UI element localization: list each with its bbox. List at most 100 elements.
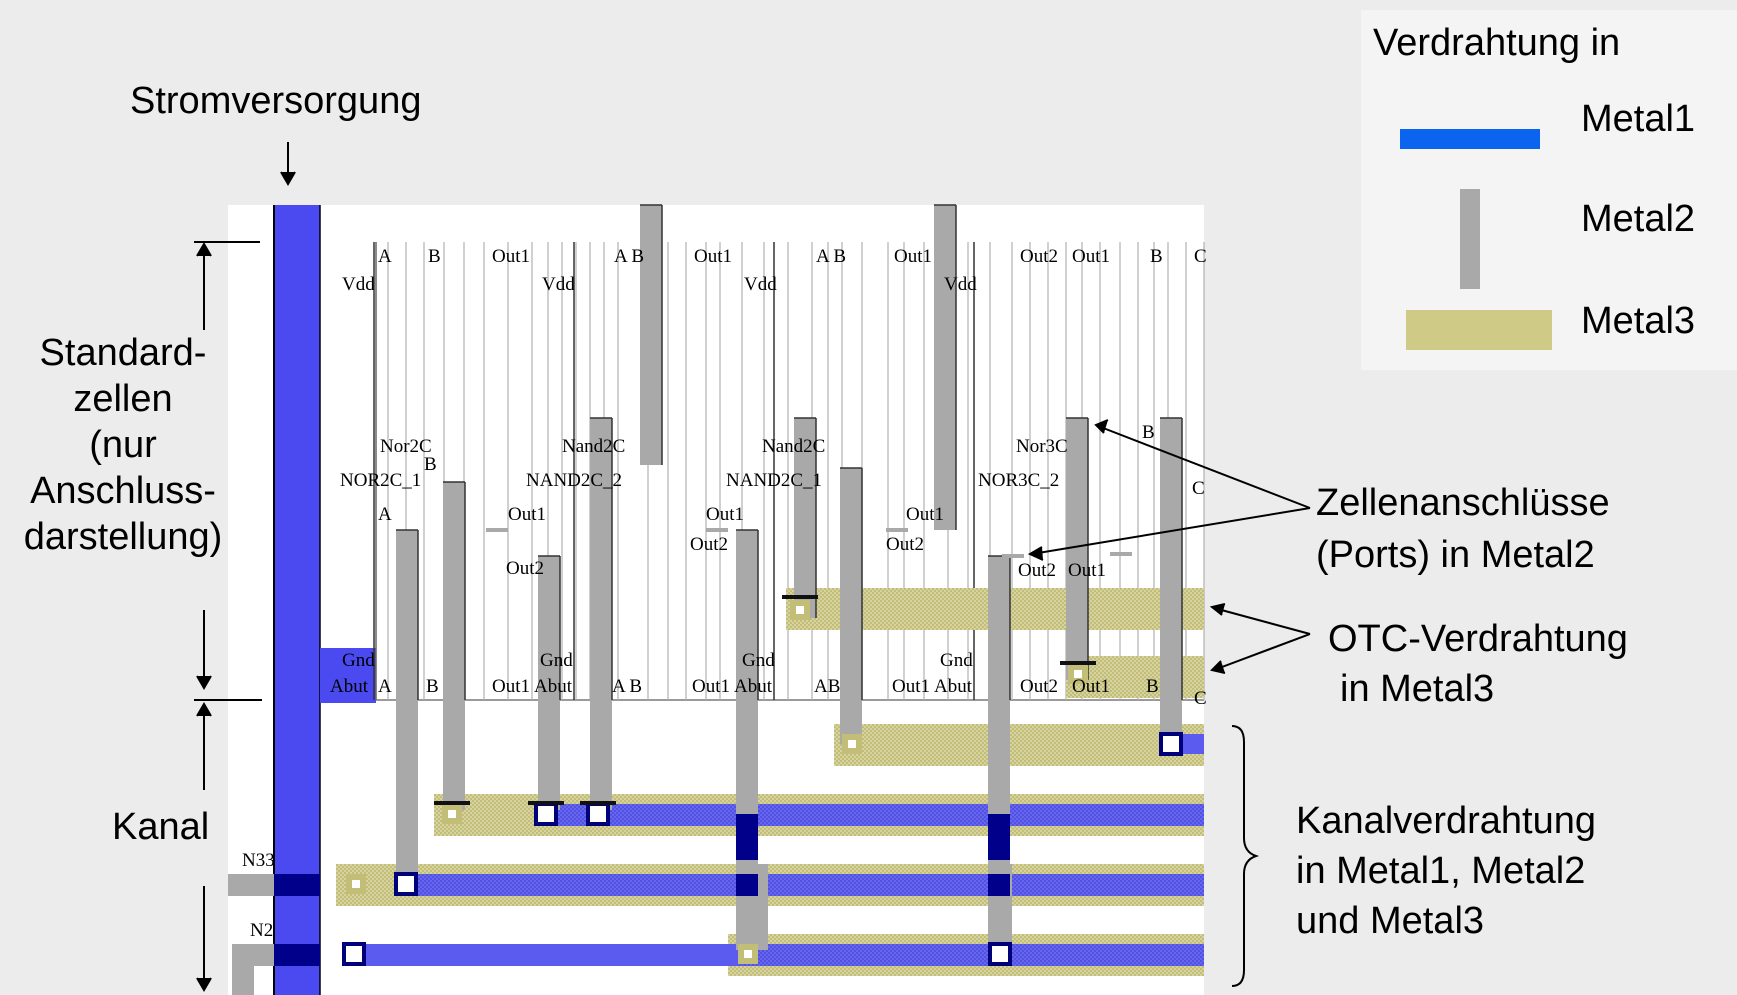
- metal2-port-bar: [443, 482, 465, 810]
- channel-metal1-track-e: [744, 944, 1204, 966]
- metal2-metal1-crossing: [988, 814, 1010, 860]
- metal2-port: [443, 481, 466, 810]
- cell-name: NAND2C_1: [726, 470, 822, 491]
- metal2-port-bar: [640, 205, 662, 465]
- pin-label: Out1: [906, 504, 944, 525]
- pin-label: Out1: [508, 504, 546, 525]
- pin-label: C: [1194, 246, 1207, 267]
- pin-label: Abut: [934, 676, 973, 697]
- pin-label: Out1: [892, 676, 930, 697]
- channel-metal1-track-c: [406, 874, 1204, 896]
- via-marker: [434, 801, 470, 805]
- pin-label: Abut: [330, 676, 369, 697]
- gnd-abut-box: [320, 648, 376, 703]
- pin-label: Out2: [1020, 246, 1058, 267]
- pin-label: Out1: [1068, 560, 1106, 581]
- metal2-stub: [486, 528, 508, 532]
- via-metal3-core: [448, 810, 456, 818]
- label-otc: OTC-Verdrahtung in Metal3: [1328, 616, 1628, 712]
- cell-sub-name: Nand2C: [562, 436, 625, 457]
- legend-item-metal2: Metal2: [1581, 198, 1696, 240]
- pin-label: B: [1150, 246, 1163, 267]
- legend-item-metal3: Metal3: [1581, 300, 1696, 342]
- legend-item-metal1: Metal1: [1581, 98, 1696, 140]
- pin-label: Out1: [694, 246, 732, 267]
- pin-label: A: [378, 504, 392, 525]
- pin-label: Vdd: [542, 274, 575, 295]
- pin-label: A B: [614, 246, 644, 267]
- via-metal1: [342, 942, 366, 966]
- label-kanalverdrahtung: Kanalverdrahtung in Metal1, Metal2 und M…: [1296, 798, 1596, 944]
- label-zellenanschluesse-line-1: Zellenanschlüsse: [1316, 482, 1610, 524]
- metal2-stub: [886, 528, 908, 532]
- label-otc-line-2: in Metal3: [1340, 668, 1495, 710]
- via-metal1: [1159, 732, 1183, 756]
- cell-name: NOR3C_2: [978, 470, 1059, 491]
- pin-label: Vdd: [342, 274, 375, 295]
- cell-name: NOR2C_1: [340, 470, 421, 491]
- label-standardzellen-line-3: (nur: [89, 424, 157, 466]
- pin-label: A: [378, 246, 392, 267]
- channel-metal1-track-b: [546, 804, 1204, 826]
- label-kanalverdrahtung-line-1: Kanalverdrahtung: [1296, 800, 1596, 842]
- legend-swatch-metal2: [1460, 189, 1480, 289]
- label-stromversorgung: Stromversorgung: [130, 80, 422, 122]
- metal2-port-bar: [934, 205, 956, 530]
- via-metal3-core: [744, 950, 752, 958]
- label-standardzellen-line-4: Anschluss-: [30, 470, 216, 512]
- net-label: N33: [242, 850, 275, 871]
- pin-label: B: [1142, 422, 1155, 443]
- pin-label: C: [1192, 478, 1205, 499]
- metal2-port-bar: [1066, 418, 1088, 680]
- label-kanalverdrahtung-line-3: und Metal3: [1296, 900, 1485, 942]
- pin-label: Out1: [492, 676, 530, 697]
- legend-swatch-metal3: [1406, 310, 1552, 350]
- via-metal3-core: [1074, 670, 1082, 678]
- pin-label: Vdd: [744, 274, 777, 295]
- cell-name: NAND2C_2: [526, 470, 622, 491]
- label-standardzellen-line-1: Standard-: [39, 332, 207, 374]
- via-marker: [580, 801, 616, 805]
- label-zellenanschluesse: Zellenanschlüsse (Ports) in Metal2: [1316, 480, 1610, 578]
- label-standardzellen-line-5: darstellung): [23, 516, 223, 558]
- metal2-port: [640, 204, 663, 465]
- metal2-stub: [1002, 554, 1024, 558]
- pin-label: Out1: [894, 246, 932, 267]
- label-standardzellen-line-2: zellen: [73, 378, 173, 420]
- via-metal3-core: [352, 880, 360, 888]
- via-metal1: [586, 802, 610, 826]
- power-rail-metal1: [274, 205, 320, 995]
- metal2-metal1-crossing: [736, 814, 758, 860]
- pin-label: Out2: [506, 558, 544, 579]
- pin-label: A: [378, 676, 392, 697]
- metal2-port-bar: [396, 530, 418, 880]
- channel-metal3-track-1: [834, 724, 1204, 766]
- pin-label: Gnd: [742, 650, 775, 671]
- via-marker: [528, 801, 564, 805]
- pin-label: Out2: [886, 534, 924, 555]
- label-kanal: Kanal: [112, 806, 210, 848]
- metal2-port: [1160, 417, 1183, 744]
- via-metal3-core: [848, 740, 856, 748]
- via-metal3-core: [796, 606, 804, 614]
- label-kanalverdrahtung-line-2: in Metal1, Metal2: [1296, 850, 1586, 892]
- metal2-port-bar: [1160, 418, 1182, 744]
- label-zellenanschluesse-line-2: (Ports) in Metal2: [1316, 534, 1595, 576]
- metal2-stub: [706, 528, 728, 532]
- metal2-metal1-crossing: [988, 874, 1010, 896]
- pin-label: A B: [816, 246, 846, 267]
- channel-metal1-track-d: [354, 944, 744, 966]
- pin-label: Gnd: [342, 650, 375, 671]
- pin-label: B: [426, 676, 439, 697]
- metal2-metal1-crossing: [736, 874, 758, 896]
- pin-label: Out1: [492, 246, 530, 267]
- via-metal1: [394, 872, 418, 896]
- pin-label: Out2: [690, 534, 728, 555]
- via-marker: [1060, 661, 1096, 665]
- metal2-port: [590, 417, 613, 810]
- pin-label: Gnd: [940, 650, 973, 671]
- metal2-port: [840, 467, 863, 744]
- pin-label: Gnd: [540, 650, 573, 671]
- vias: [342, 595, 1183, 966]
